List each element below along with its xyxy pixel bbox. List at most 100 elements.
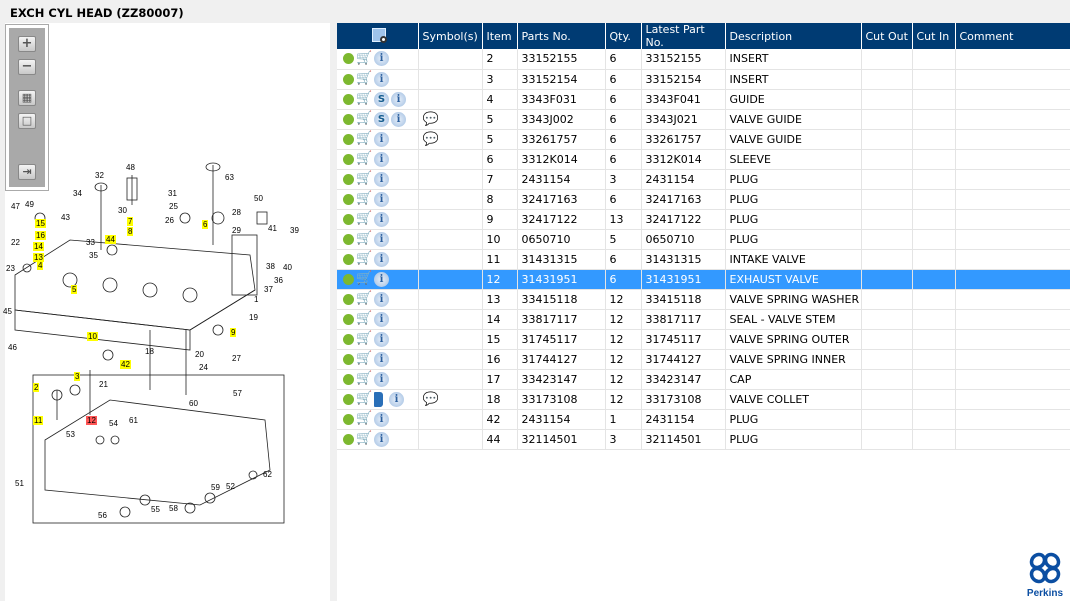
callout-58[interactable]: 58 <box>169 504 178 513</box>
column-header-cut-in[interactable]: Cut In <box>912 23 956 49</box>
callout-55[interactable]: 55 <box>151 505 160 514</box>
cart-icon[interactable]: 🛒 <box>356 291 373 306</box>
callout-19[interactable]: 19 <box>249 313 258 322</box>
info-icon[interactable]: i <box>374 191 389 207</box>
cart-icon[interactable]: 🛒 <box>356 191 373 206</box>
supersession-icon[interactable]: S <box>374 111 389 127</box>
callout-50[interactable]: 50 <box>254 194 263 203</box>
cart-icon[interactable]: 🛒 <box>356 371 373 386</box>
callout-27[interactable]: 27 <box>232 354 241 363</box>
cart-icon[interactable]: 🛒 <box>356 351 373 366</box>
cart-icon[interactable]: 🛒 <box>356 91 373 106</box>
callout-13[interactable]: 13 <box>33 253 44 262</box>
cart-icon[interactable]: 🛒 <box>356 231 373 246</box>
callout-26[interactable]: 26 <box>165 216 174 225</box>
fit-to-window-button[interactable]: ▦ <box>18 90 36 106</box>
cart-icon[interactable]: 🛒 <box>356 431 373 446</box>
info-icon[interactable]: i <box>374 211 389 227</box>
cart-icon[interactable]: 🛒 <box>356 411 373 426</box>
gear-icon[interactable] <box>343 213 354 225</box>
column-header-comment[interactable]: Comment <box>955 23 1070 49</box>
callout-45[interactable]: 45 <box>3 307 12 316</box>
cart-icon[interactable]: 🛒 <box>356 271 373 286</box>
gear-icon[interactable] <box>343 153 354 165</box>
column-header-latest-part-no[interactable]: Latest Part No. <box>641 23 726 49</box>
callout-23[interactable]: 23 <box>6 264 15 273</box>
gear-icon[interactable] <box>343 393 354 405</box>
callout-5[interactable]: 5 <box>71 285 78 294</box>
info-icon[interactable]: i <box>374 371 389 387</box>
callout-2[interactable]: 2 <box>33 383 40 392</box>
callout-51[interactable]: 51 <box>15 479 24 488</box>
info-icon[interactable]: i <box>374 231 389 247</box>
callout-21[interactable]: 21 <box>99 380 108 389</box>
column-header-description[interactable]: Description <box>725 23 862 49</box>
search-column-header[interactable] <box>337 23 419 49</box>
gear-icon[interactable] <box>343 133 354 145</box>
callout-16[interactable]: 16 <box>35 231 46 240</box>
gear-icon[interactable] <box>343 373 354 385</box>
callout-41[interactable]: 41 <box>268 224 277 233</box>
cart-icon[interactable]: 🛒 <box>356 111 373 126</box>
info-icon[interactable]: i <box>374 151 389 167</box>
callout-39[interactable]: 39 <box>290 226 299 235</box>
callout-34[interactable]: 34 <box>73 189 82 198</box>
info-icon[interactable]: i <box>374 411 389 427</box>
callout-7[interactable]: 7 <box>127 217 134 226</box>
callout-32[interactable]: 32 <box>95 171 104 180</box>
info-icon[interactable]: i <box>374 431 389 447</box>
callout-15[interactable]: 15 <box>35 219 46 228</box>
callout-22[interactable]: 22 <box>11 238 20 247</box>
gear-icon[interactable] <box>343 173 354 185</box>
info-icon[interactable]: i <box>374 311 389 327</box>
column-header-parts-no[interactable]: Parts No. <box>517 23 606 49</box>
cart-icon[interactable]: 🛒 <box>356 211 373 226</box>
supersession-icon[interactable]: S <box>374 91 389 107</box>
callout-11[interactable]: 11 <box>33 416 44 425</box>
callout-54[interactable]: 54 <box>109 419 118 428</box>
column-header-cut-out[interactable]: Cut Out <box>861 23 913 49</box>
callout-63[interactable]: 63 <box>225 173 234 182</box>
cart-icon[interactable]: 🛒 <box>356 171 373 186</box>
cart-icon[interactable]: 🛒 <box>356 311 373 326</box>
callout-57[interactable]: 57 <box>233 389 242 398</box>
cart-icon[interactable]: 🛒 <box>356 71 373 86</box>
cart-icon[interactable]: 🛒 <box>356 391 373 406</box>
callout-56[interactable]: 56 <box>98 511 107 520</box>
callout-30[interactable]: 30 <box>118 206 127 215</box>
info-icon[interactable]: i <box>374 351 389 367</box>
info-icon[interactable]: i <box>374 51 389 67</box>
callout-42[interactable]: 42 <box>120 360 131 369</box>
gear-icon[interactable] <box>343 73 354 85</box>
search-icon[interactable] <box>372 27 388 43</box>
callout-44[interactable]: 44 <box>105 235 116 244</box>
callout-61[interactable]: 61 <box>129 416 138 425</box>
export-button[interactable]: ⇥ <box>18 164 36 180</box>
cart-icon[interactable]: 🛒 <box>356 331 373 346</box>
book-icon[interactable] <box>374 391 383 407</box>
callout-4[interactable]: 4 <box>37 261 44 270</box>
callout-10[interactable]: 10 <box>87 332 98 341</box>
gear-icon[interactable] <box>343 353 354 365</box>
gear-icon[interactable] <box>343 253 354 265</box>
info-icon[interactable]: i <box>374 71 389 87</box>
gear-icon[interactable] <box>343 273 354 285</box>
callout-59[interactable]: 59 <box>211 483 220 492</box>
callout-47[interactable]: 47 <box>11 202 20 211</box>
callout-35[interactable]: 35 <box>89 251 98 260</box>
callout-46[interactable]: 46 <box>8 343 17 352</box>
gear-icon[interactable] <box>343 413 354 425</box>
gear-icon[interactable] <box>343 53 354 65</box>
cart-icon[interactable]: 🛒 <box>356 50 373 66</box>
column-header-qty[interactable]: Qty. <box>605 23 642 49</box>
callout-28[interactable]: 28 <box>232 208 241 217</box>
callout-43[interactable]: 43 <box>61 213 70 222</box>
zoom-in-button[interactable]: + <box>18 36 36 52</box>
callout-62[interactable]: 62 <box>263 470 272 479</box>
